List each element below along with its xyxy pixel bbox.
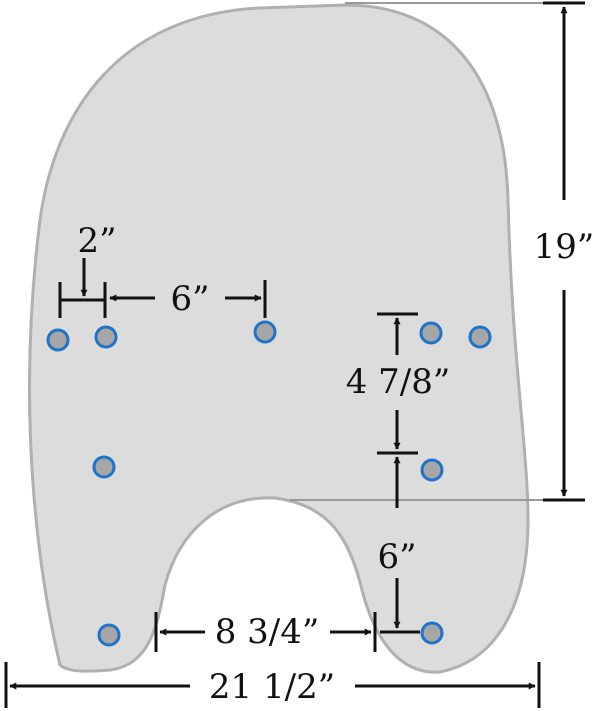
height-label: 19” bbox=[534, 227, 595, 267]
mounting-hole bbox=[419, 321, 443, 345]
mounting-hole bbox=[420, 621, 444, 645]
mounting-hole bbox=[420, 458, 444, 482]
mounting-hole bbox=[97, 623, 121, 647]
hole-spacing-small-label: 2” bbox=[77, 221, 116, 261]
mounting-hole bbox=[92, 455, 116, 479]
vertical-hole-spacing-label: 4 7/8” bbox=[346, 362, 451, 402]
width-label: 21 1/2” bbox=[209, 667, 335, 707]
bottom-to-hole-label: 6” bbox=[377, 537, 416, 577]
dimension-labels: 19” 21 1/2” 2” 6” 4 7/8” 6” 8 3/4” bbox=[77, 220, 600, 708]
dimension-lines bbox=[4, 1, 585, 708]
mounting-holes bbox=[46, 320, 492, 647]
windshield-outline bbox=[28, 3, 530, 674]
notch-width-label: 8 3/4” bbox=[215, 612, 320, 652]
mounting-hole bbox=[46, 328, 70, 352]
mounting-hole bbox=[94, 325, 118, 349]
mounting-hole bbox=[468, 325, 492, 349]
mounting-hole bbox=[253, 320, 277, 344]
hole-spacing-top-label: 6” bbox=[170, 279, 209, 319]
